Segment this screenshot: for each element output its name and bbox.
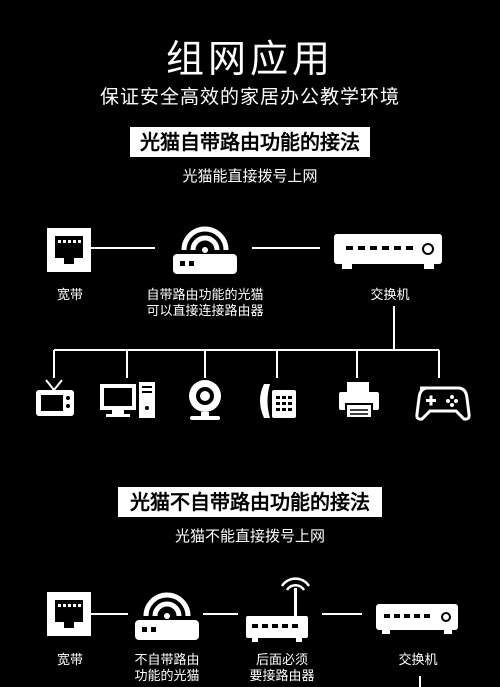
switch-label: 交换机 — [398, 653, 438, 668]
section1-heading: 光猫自带路由功能的接法 — [130, 127, 370, 157]
modem-label-line1: 不自带路由 — [134, 653, 200, 668]
switch-icon — [334, 234, 442, 269]
printer-icon — [339, 382, 379, 419]
modem-icon — [173, 226, 237, 274]
modem-label-line1: 自带路由功能的光猫 — [146, 288, 264, 303]
modem-label-line2: 功能的光猫 — [134, 669, 200, 684]
section1-note: 光猫能直接拨号上网 — [182, 167, 318, 185]
section2-note: 光猫不能直接拨号上网 — [174, 527, 325, 545]
switch-label: 交换机 — [370, 288, 410, 303]
ethernet-port-icon — [47, 228, 91, 272]
ethernet-port-icon — [47, 592, 91, 636]
router-label-line2: 要接路由器 — [249, 669, 315, 684]
gamepad-icon — [415, 386, 471, 421]
router-label-line1: 后面必须 — [255, 653, 308, 668]
modem-label-line2: 可以直接连接路由器 — [146, 304, 264, 319]
router-icon — [246, 577, 311, 642]
page-title: 组网应用 — [165, 37, 334, 81]
telephone-icon — [260, 384, 296, 418]
page-subtitle: 保证安全高效的家居办公教学环境 — [99, 86, 400, 108]
desktop-computer-icon — [100, 382, 155, 418]
switch-icon — [376, 604, 458, 634]
broadband-label: 宽带 — [56, 653, 83, 668]
broadband-label: 宽带 — [56, 288, 83, 303]
modem-icon — [135, 592, 199, 640]
webcam-icon — [189, 380, 221, 420]
section2-heading: 光猫不自带路由功能的接法 — [118, 487, 382, 517]
tv-icon — [36, 379, 74, 416]
